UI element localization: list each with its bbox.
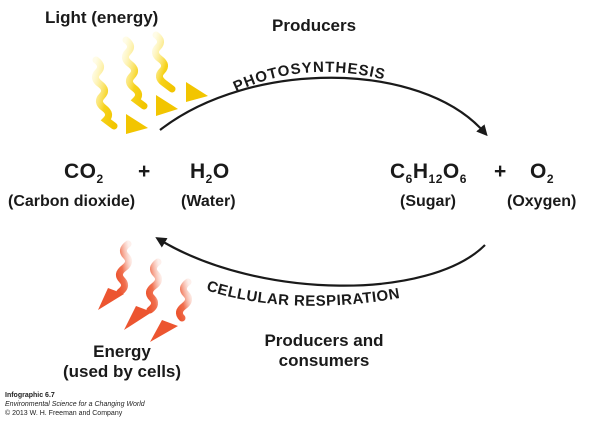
glucose-h-subscript: 12 bbox=[428, 172, 443, 187]
respiration-text: CELLULAR RESPIRATION bbox=[205, 278, 402, 310]
photosynthesis-arrow bbox=[159, 76, 488, 137]
light-arrowhead-2 bbox=[156, 95, 178, 116]
glucose-o-subscript: 6 bbox=[459, 172, 467, 187]
plus-sign-right: + bbox=[494, 160, 507, 183]
oxygen-text: O bbox=[530, 160, 547, 183]
energy-arrow-3 bbox=[175, 278, 193, 322]
light-arrow-2 bbox=[121, 36, 148, 110]
respiration-label-path: CELLULAR RESPIRATION bbox=[205, 278, 402, 310]
water-o: O bbox=[212, 160, 230, 183]
glucose-h: H bbox=[412, 160, 429, 183]
co2-formula: CO2 bbox=[64, 160, 104, 186]
energy-arrowhead-3 bbox=[150, 320, 178, 342]
water-formula: H2O bbox=[190, 160, 230, 186]
photosynthesis-label: PHOTOSYNTHESIS bbox=[231, 59, 388, 96]
producers-label: Producers bbox=[272, 16, 357, 35]
light-arrows bbox=[91, 31, 208, 134]
glucose-c: C bbox=[390, 160, 406, 183]
energy-arrow-1 bbox=[115, 240, 133, 296]
energy-arrowhead-2 bbox=[124, 306, 152, 330]
light-arrowhead-1 bbox=[126, 114, 148, 134]
co2-subscript: 2 bbox=[96, 172, 104, 187]
oxygen-label: (Oxygen) bbox=[507, 193, 577, 210]
oxygen-subscript: 2 bbox=[546, 172, 555, 187]
water-label: (Water) bbox=[181, 193, 236, 210]
energy-arrows bbox=[98, 240, 193, 342]
light-energy-label: Light (energy) bbox=[45, 8, 159, 27]
producers-consumers-label: Producers and consumers bbox=[264, 331, 384, 370]
glucose-c-subscript: 6 bbox=[405, 172, 413, 187]
respiration-arrow bbox=[155, 237, 486, 287]
respiration-label: CELLULAR RESPIRATION bbox=[205, 278, 402, 310]
glucose-formula: C6H12O6 bbox=[390, 160, 467, 186]
oxygen-formula: O2 bbox=[530, 160, 554, 186]
energy-label-line1: Energy bbox=[93, 342, 151, 361]
energy-label: Energy (used by cells) bbox=[62, 342, 182, 382]
water-h: H bbox=[190, 160, 206, 183]
caption-line3: © 2013 W. H. Freeman and Company bbox=[5, 410, 123, 417]
photosynthesis-label-path: PHOTOSYNTHESIS bbox=[231, 59, 388, 96]
glucose-o: O bbox=[442, 160, 460, 183]
sugar-label: (Sugar) bbox=[400, 193, 456, 210]
energy-arrowhead-1 bbox=[98, 288, 124, 310]
caption-line2: Environmental Science for a Changing Wor… bbox=[5, 401, 145, 408]
carbon-dioxide-label: (Carbon dioxide) bbox=[8, 193, 136, 210]
energy-label-line2: (used by cells) bbox=[62, 362, 182, 381]
co2-text: CO bbox=[64, 160, 97, 183]
energy-arrow-2 bbox=[145, 258, 163, 314]
light-arrow-3 bbox=[151, 31, 176, 93]
caption-line1: Infographic 6.7 bbox=[5, 392, 55, 399]
light-arrow-1 bbox=[91, 56, 118, 130]
water-subscript: 2 bbox=[205, 172, 213, 187]
plus-sign-left: + bbox=[138, 160, 151, 183]
photosynthesis-text: PHOTOSYNTHESIS bbox=[231, 59, 388, 96]
light-arrowhead-3 bbox=[186, 82, 208, 102]
